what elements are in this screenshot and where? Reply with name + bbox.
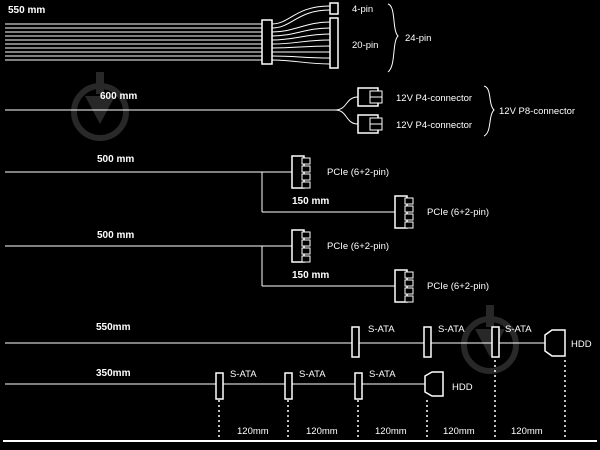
pcie2-length: 500 mm [97,230,134,241]
sata2-connector-2 [284,372,293,400]
sata2-connector-3 [354,372,363,400]
pcie2-connector-b [394,269,414,303]
pcie1-length: 500 mm [97,154,134,165]
scale-segment-5: 120mm [511,426,543,437]
scale-segment-4: 120mm [443,426,475,437]
atx-length: 550 mm [8,5,45,16]
sata1-connector-1 [351,326,360,358]
atx-20pin-connector [329,17,339,69]
sata1-label-1: S-ATA [368,324,395,335]
sata1-connector-3 [491,326,500,358]
pcie1-connector-a [291,155,311,189]
eps-p4-connector-a [357,87,383,107]
atx-20pin-label: 20-pin [352,40,378,51]
scale-segment-3: 120mm [375,426,407,437]
download-arrow-icon [71,72,129,141]
sata1-label-2: S-ATA [438,324,465,335]
sata2-connector-1 [215,372,224,400]
eps-p4-label-b: 12V P4-connector [396,120,472,131]
eps-brace [483,85,495,137]
sata1-length: 550mm [96,322,131,333]
pcie1-branch-length: 150 mm [292,196,329,207]
atx-brace [387,3,399,73]
download-arrow-icon [461,305,519,374]
atx-4pin-label: 4-pin [352,4,373,15]
scale-segment-2: 120mm [306,426,338,437]
atx-24pin-cable [5,2,399,73]
pcie2-label-b: PCIe (6+2-pin) [427,281,489,292]
spacing-scale [3,360,597,442]
pcie1-connector-b [394,195,414,229]
sata2-hdd-connector [424,371,444,397]
eps-p8-label: 12V P8-connector [499,106,575,117]
sata2-length: 350mm [96,368,131,379]
eps-length: 600 mm [100,91,137,102]
pcie1-label-b: PCIe (6+2-pin) [427,207,489,218]
sata2-hdd-label: HDD [452,382,473,393]
eps-cable [5,85,495,137]
sata1-connector-2 [423,326,432,358]
eps-p4-label-a: 12V P4-connector [396,93,472,104]
pcie2-connector-a [291,229,311,263]
eps-p4-connector-b [357,114,383,134]
pcie2-label-a: PCIe (6+2-pin) [327,241,389,252]
sata-cable-2 [5,371,444,400]
scale-segment-1: 120mm [237,426,269,437]
pcie-cable-2 [5,229,414,303]
sata-cable-1 [5,326,566,358]
sata2-label-3: S-ATA [369,369,396,380]
pcie1-label-a: PCIe (6+2-pin) [327,167,389,178]
sata1-hdd-connector [544,329,566,357]
sata2-label-1: S-ATA [230,369,257,380]
sata2-label-2: S-ATA [299,369,326,380]
sata1-hdd-label: HDD [571,339,592,350]
atx-sleeve [261,19,273,65]
pcie2-branch-length: 150 mm [292,270,329,281]
sata1-label-3: S-ATA [505,324,532,335]
atx-4pin-connector [329,2,339,15]
pcie-cable-1 [5,155,414,229]
atx-24pin-label: 24-pin [405,33,431,44]
